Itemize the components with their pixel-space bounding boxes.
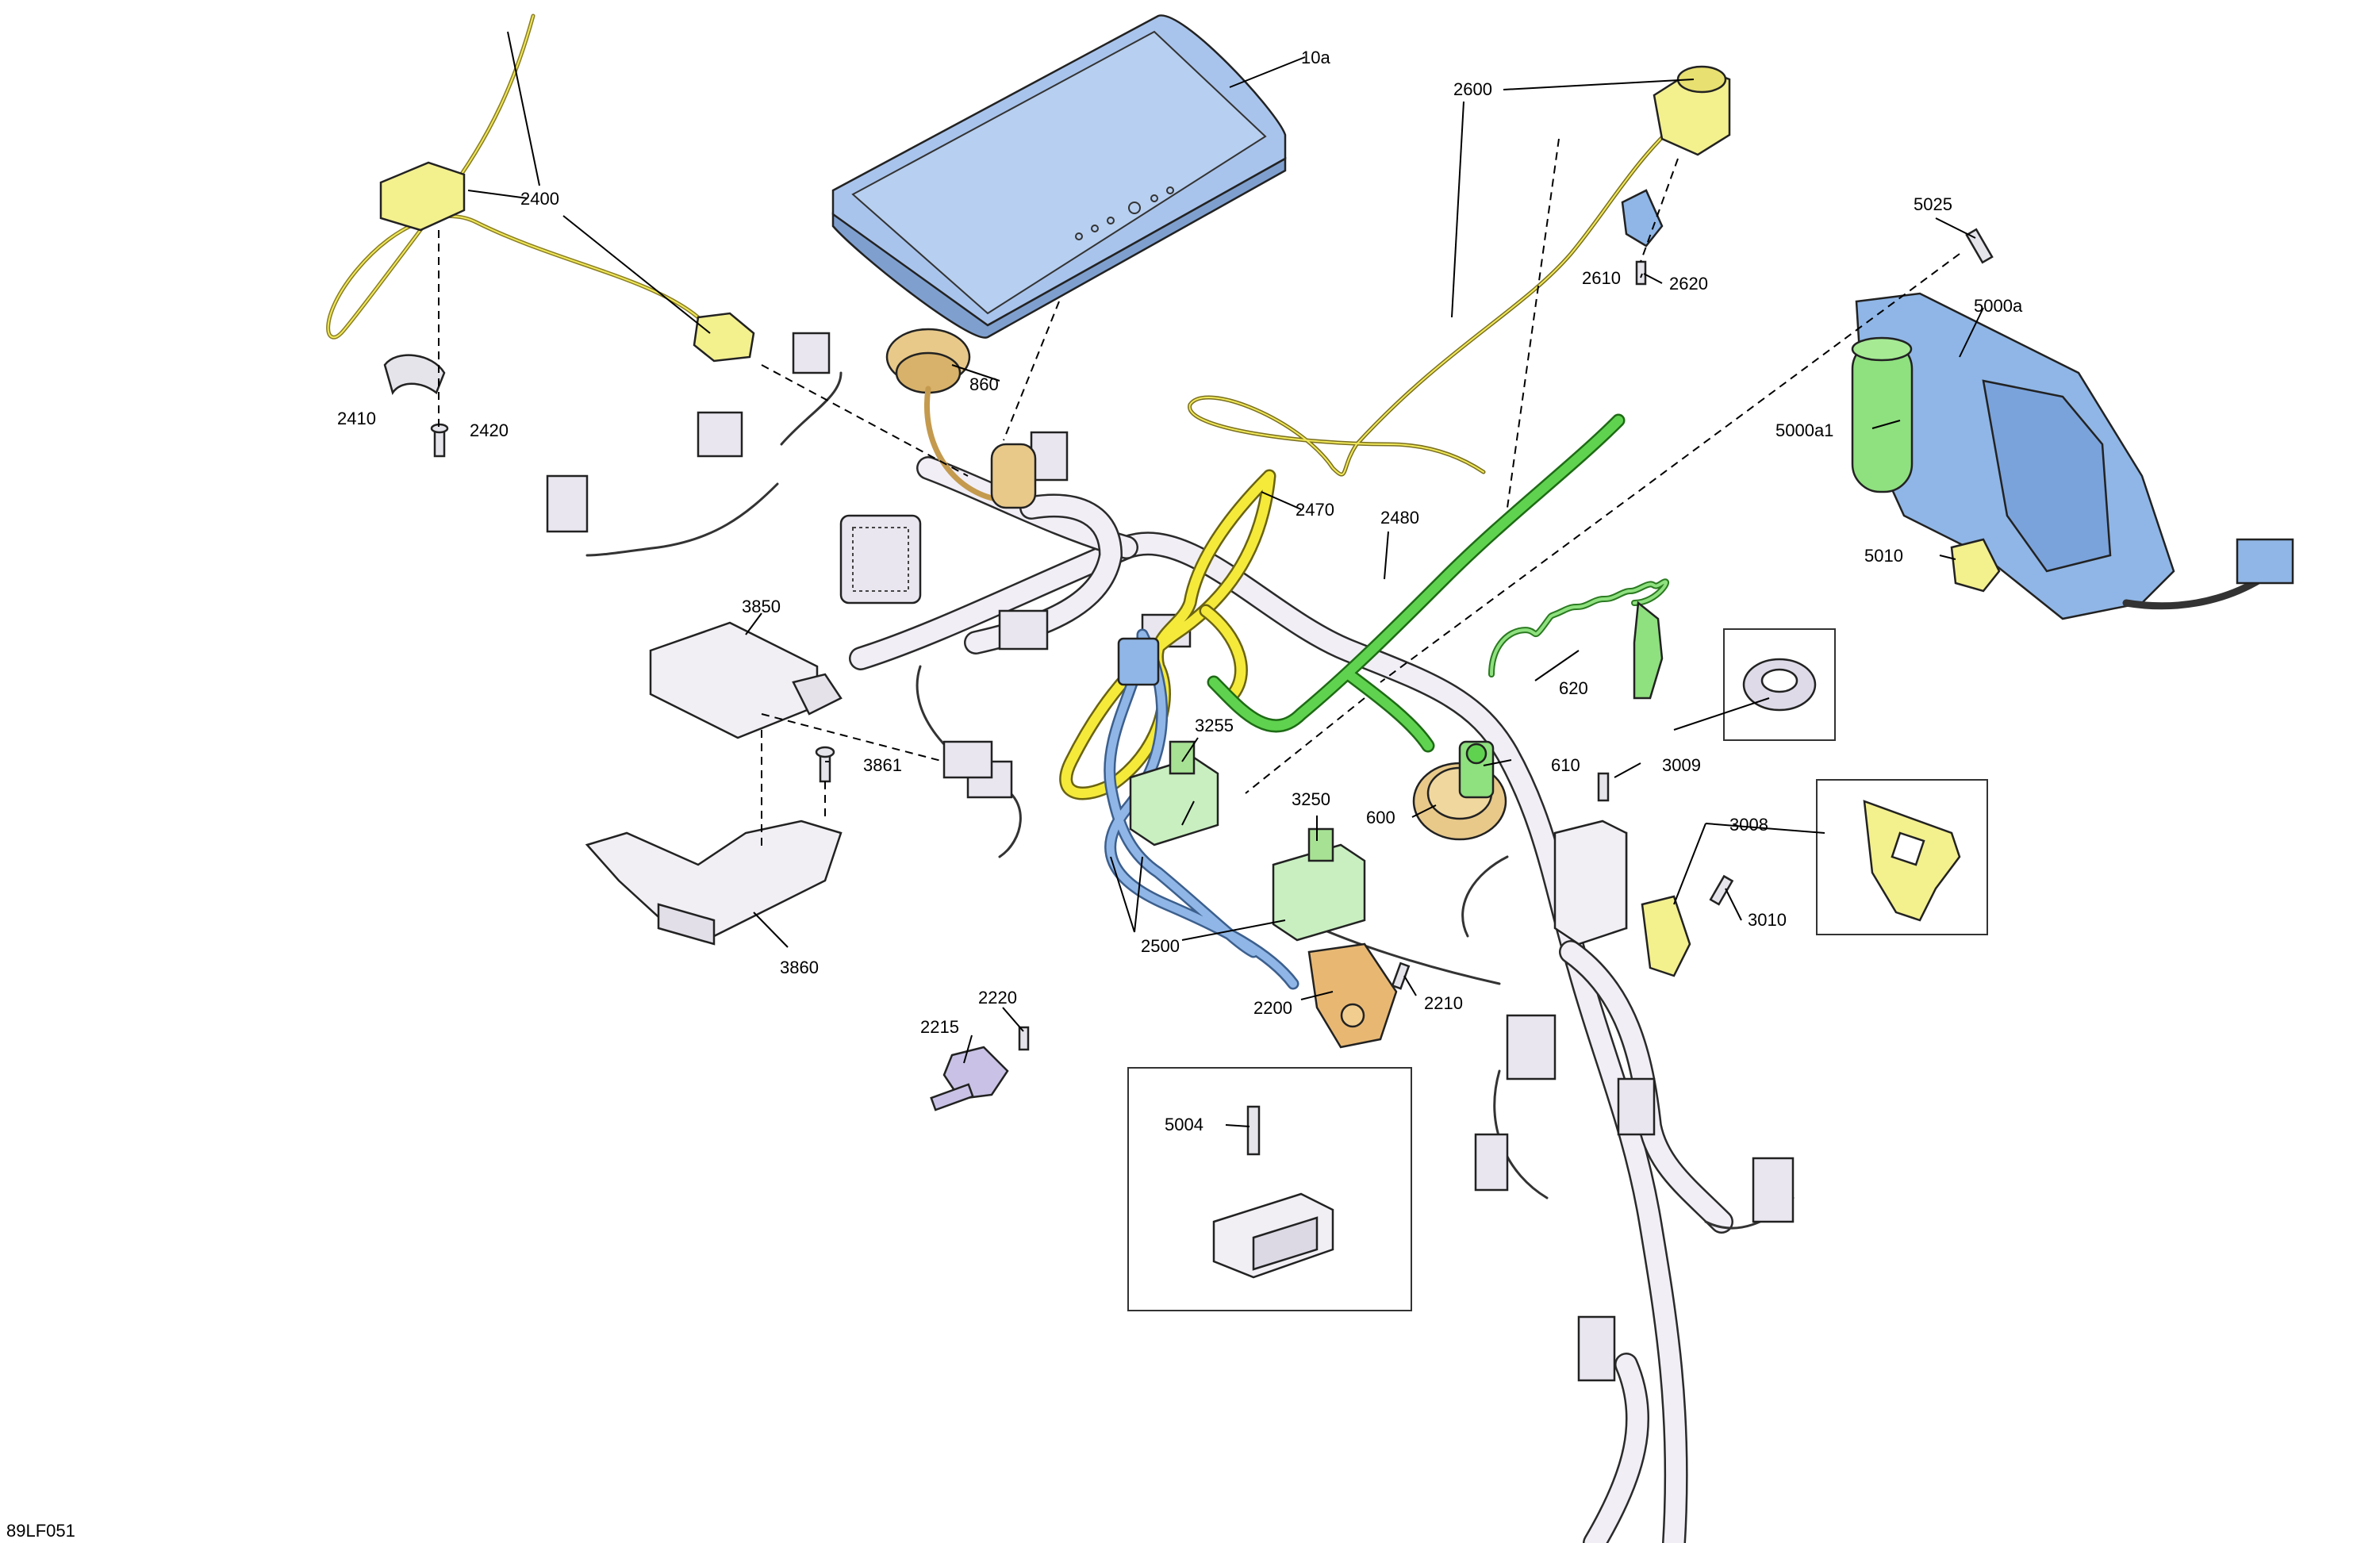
- alignment-lines: [438, 138, 1960, 849]
- callout-3250: 3250: [1292, 789, 1330, 809]
- screw-3861: [815, 746, 835, 783]
- callout-3255: 3255: [1195, 716, 1234, 735]
- inset-grommet: [1723, 628, 1836, 741]
- callout-860: 860: [969, 374, 999, 394]
- callout-620: 620: [1559, 678, 1588, 698]
- inset-5004: [1127, 1067, 1412, 1311]
- switch-610: [1458, 740, 1495, 799]
- callout-2500: 2500: [1141, 936, 1180, 956]
- harness-2470: [1059, 469, 1276, 800]
- actuator-5000a1: [1851, 336, 1914, 493]
- callout-600: 600: [1366, 808, 1395, 827]
- callout-2420: 2420: [470, 420, 509, 440]
- callout-2600: 2600: [1453, 79, 1492, 99]
- reference-code: 89LF051: [6, 1521, 75, 1541]
- callout-3009: 3009: [1662, 755, 1701, 775]
- screw-5025: [1965, 228, 1994, 264]
- sensor-2400: [326, 13, 755, 363]
- callout-5000a: 5000a: [1974, 296, 2023, 316]
- callout-3010: 3010: [1748, 910, 1787, 930]
- callout-3008: 3008: [1729, 815, 1768, 835]
- callout-2470: 2470: [1296, 500, 1334, 520]
- callout-2400: 2400: [520, 189, 559, 209]
- callout-10a: 10a: [1301, 48, 1330, 67]
- callout-3861: 3861: [863, 755, 902, 775]
- callout-5000a1: 5000a1: [1775, 420, 1833, 440]
- clip-2410: [383, 354, 446, 395]
- callout-5025: 5025: [1914, 194, 1952, 214]
- relay-box-3009: [1553, 819, 1628, 946]
- callout-labels: 10a 2600 2400 5025 2610 2620 5000a 860 2…: [6, 48, 2023, 1541]
- callout-2220: 2220: [978, 988, 1017, 1008]
- leader-lines: [467, 31, 1984, 1127]
- callout-5010: 5010: [1864, 546, 1903, 566]
- connector-2200: [1307, 942, 1398, 1049]
- nut-5010: [1950, 538, 2001, 593]
- sensor-2600: [1188, 65, 1731, 477]
- callout-3850: 3850: [742, 597, 781, 616]
- harness-2480: [1207, 413, 1626, 753]
- callout-610: 610: [1551, 755, 1580, 775]
- display-cluster-10a: [831, 14, 1287, 339]
- harness-2500: [1104, 628, 1299, 990]
- switch-3255: [1129, 740, 1219, 846]
- pin-2215: [930, 1046, 1009, 1111]
- callout-5004: 5004: [1165, 1115, 1203, 1134]
- screw-2220: [1018, 1026, 1030, 1051]
- callout-2410: 2410: [337, 409, 376, 428]
- clip-2610: [1621, 189, 1664, 248]
- callout-2480: 2480: [1380, 508, 1419, 528]
- screw-2420: [430, 423, 449, 458]
- bracket-3860: [585, 819, 843, 946]
- bracket-3008: [1641, 895, 1691, 977]
- callout-2210: 2210: [1424, 993, 1463, 1013]
- callout-2215: 2215: [920, 1017, 959, 1037]
- screw-2210: [1391, 961, 1411, 990]
- module-3850: [649, 621, 843, 739]
- callout-2200: 2200: [1253, 998, 1292, 1018]
- switch-3250: [1272, 827, 1366, 942]
- main-wiring-harness: [546, 332, 1795, 1543]
- screw-2620: [1635, 260, 1647, 286]
- module-5000a: [1855, 292, 2294, 620]
- screw-3010: [1709, 874, 1734, 906]
- callout-3860: 3860: [780, 958, 819, 977]
- callout-2610: 2610: [1582, 268, 1621, 288]
- coiled-cord-620: [1488, 578, 1670, 700]
- inset-bracket: [1816, 779, 1988, 935]
- screw-3009: [1597, 772, 1610, 802]
- callout-2620: 2620: [1669, 274, 1708, 294]
